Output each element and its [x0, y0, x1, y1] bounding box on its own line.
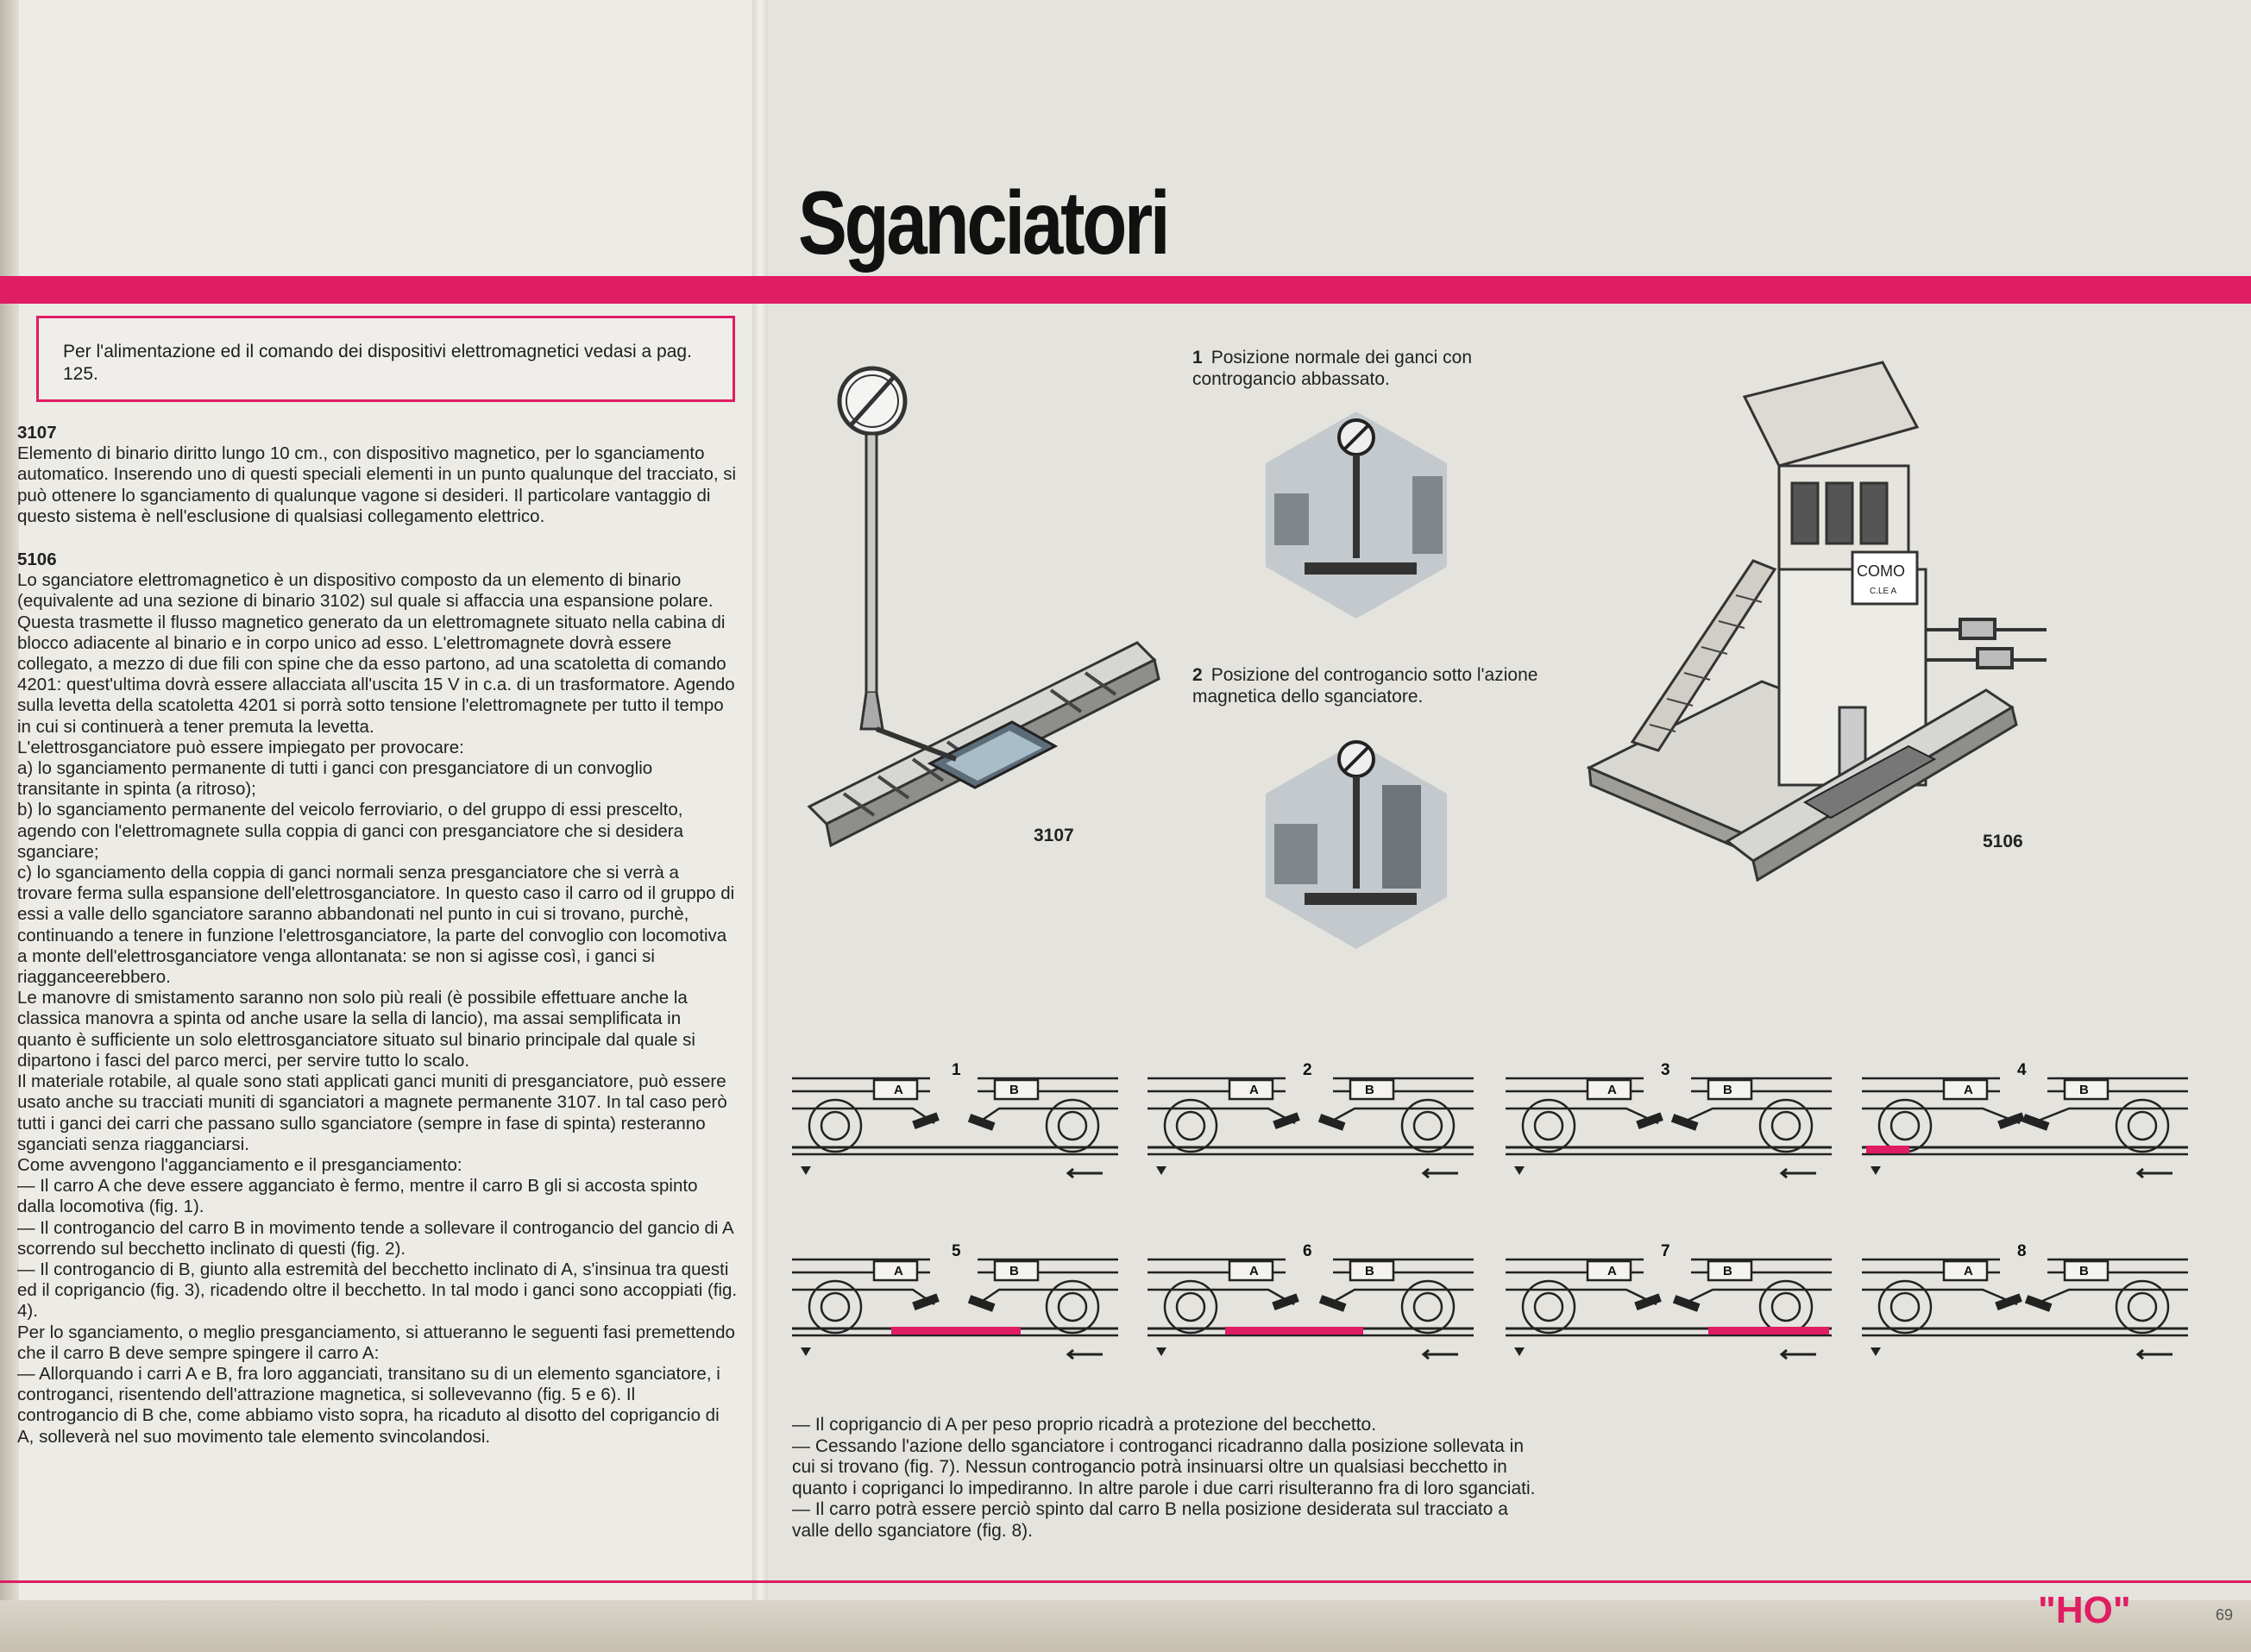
page-title: Sganciatori — [798, 173, 1171, 273]
car-b-label: B — [1365, 1264, 1374, 1278]
paragraph: — Il coprigancio di A per peso proprio r… — [792, 1415, 1377, 1435]
left-page — [0, 0, 759, 1652]
title-rule — [0, 276, 2251, 304]
magnet-zone — [891, 1327, 1021, 1335]
cabin-sign-name: COMO — [1857, 562, 1905, 580]
panel-number: 7 — [1661, 1242, 1670, 1260]
label-3107: 3107 — [1034, 826, 1074, 845]
track-3107-illustration: 3107 — [807, 366, 1160, 848]
page-number: 69 — [2216, 1606, 2234, 1624]
page-edge-shadow — [0, 0, 19, 1652]
paragraph: — Il controgancio di B, giunto alla estr… — [17, 1259, 738, 1322]
paragraph: a) lo sganciamento permanente di tutti i… — [17, 758, 653, 800]
section-head-3107: 3107 — [17, 423, 57, 443]
label-5106: 5106 — [1983, 832, 2023, 851]
paragraph: Come avvengono l'agganciamento e il pres… — [17, 1154, 462, 1175]
paragraph: Lo sganciatore elettromagnetico è un dis… — [17, 570, 735, 737]
car-a-label: A — [1607, 1264, 1617, 1278]
panel-number: 6 — [1303, 1242, 1312, 1260]
caption-number: 2 — [1192, 665, 1203, 685]
car-a-label: A — [894, 1083, 903, 1097]
car-a-label: A — [1964, 1264, 1973, 1278]
car-b-label: B — [1365, 1083, 1374, 1097]
paragraph: — Il controgancio del carro B in movimen… — [17, 1217, 733, 1259]
paragraph: — Il carro potrà essere perciò spinto da… — [792, 1499, 1508, 1541]
page-fold — [752, 0, 768, 1652]
paragraph: — Il carro A che deve essere agganciato … — [17, 1176, 698, 1217]
panel-number: 2 — [1303, 1061, 1312, 1079]
caption-text: Posizione del controgancio sotto l'azion… — [1192, 665, 1538, 707]
car-a-label: A — [1249, 1083, 1259, 1097]
brand-mark: "HO" — [2038, 1589, 2131, 1631]
paragraph: L'elettrosganciatore può essere impiegat… — [17, 737, 464, 757]
paragraph: — Cessando l'azione dello sganciatore i … — [792, 1435, 1536, 1498]
magnet-zone — [1225, 1327, 1363, 1335]
right-page — [759, 0, 2251, 1652]
paragraph: Le manovre di smistamento saranno non so… — [17, 988, 695, 1071]
car-b-label: B — [1009, 1083, 1019, 1097]
car-a-label: A — [1607, 1083, 1617, 1097]
magnet-zone — [1866, 1146, 1909, 1153]
paragraph: c) lo sganciamento della coppia di ganci… — [17, 863, 735, 988]
panel-number: 8 — [2017, 1242, 2027, 1260]
panel-number: 3 — [1661, 1061, 1670, 1079]
car-b-label: B — [2079, 1083, 2089, 1097]
panel-number: 5 — [952, 1242, 961, 1260]
car-b-label: B — [2079, 1264, 2089, 1278]
bottom-rule — [0, 1580, 2251, 1583]
bottom-page-edge — [0, 1600, 2251, 1652]
paragraph: b) lo sganciamento permanente del veicol… — [17, 800, 684, 862]
car-a-label: A — [894, 1264, 903, 1278]
notice-box: Per l'alimentazione ed il comando dei di… — [36, 316, 735, 402]
hex-photo-1 — [1266, 411, 1447, 619]
magnet-zone — [1708, 1327, 1829, 1335]
car-b-label: B — [1009, 1264, 1019, 1278]
paragraph: — Allorquando i carri A e B, fra loro ag… — [17, 1363, 720, 1447]
caption-number: 1 — [1192, 348, 1203, 367]
car-b-label: B — [1723, 1083, 1732, 1097]
cabin-sign-sub: C.LE A — [1870, 587, 1896, 596]
left-text-column: 3107 Elemento di binario diritto lungo 1… — [17, 423, 738, 1448]
hex-photo-2 — [1266, 740, 1447, 949]
car-a-label: A — [1249, 1264, 1259, 1278]
notice-text: Per l'alimentazione ed il comando dei di… — [63, 342, 692, 384]
paragraph: Elemento di binario diritto lungo 10 cm.… — [17, 443, 737, 526]
paragraph: Il materiale rotabile, al quale sono sta… — [17, 1071, 727, 1154]
signal-cabin-5106-illustration: COMO C.LE A — [1586, 361, 2047, 883]
caption-text: Posizione normale dei ganci con controga… — [1192, 348, 1473, 389]
paragraph: Per lo sganciamento, o meglio presgancia… — [17, 1322, 735, 1363]
panel-number: 1 — [952, 1061, 961, 1079]
section-head-5106: 5106 — [17, 550, 57, 570]
car-b-label: B — [1723, 1264, 1732, 1278]
panel-number: 4 — [2017, 1061, 2027, 1079]
car-a-label: A — [1964, 1083, 1973, 1097]
bottom-text-column: — Il coprigancio di A per peso proprio r… — [792, 1415, 1547, 1542]
